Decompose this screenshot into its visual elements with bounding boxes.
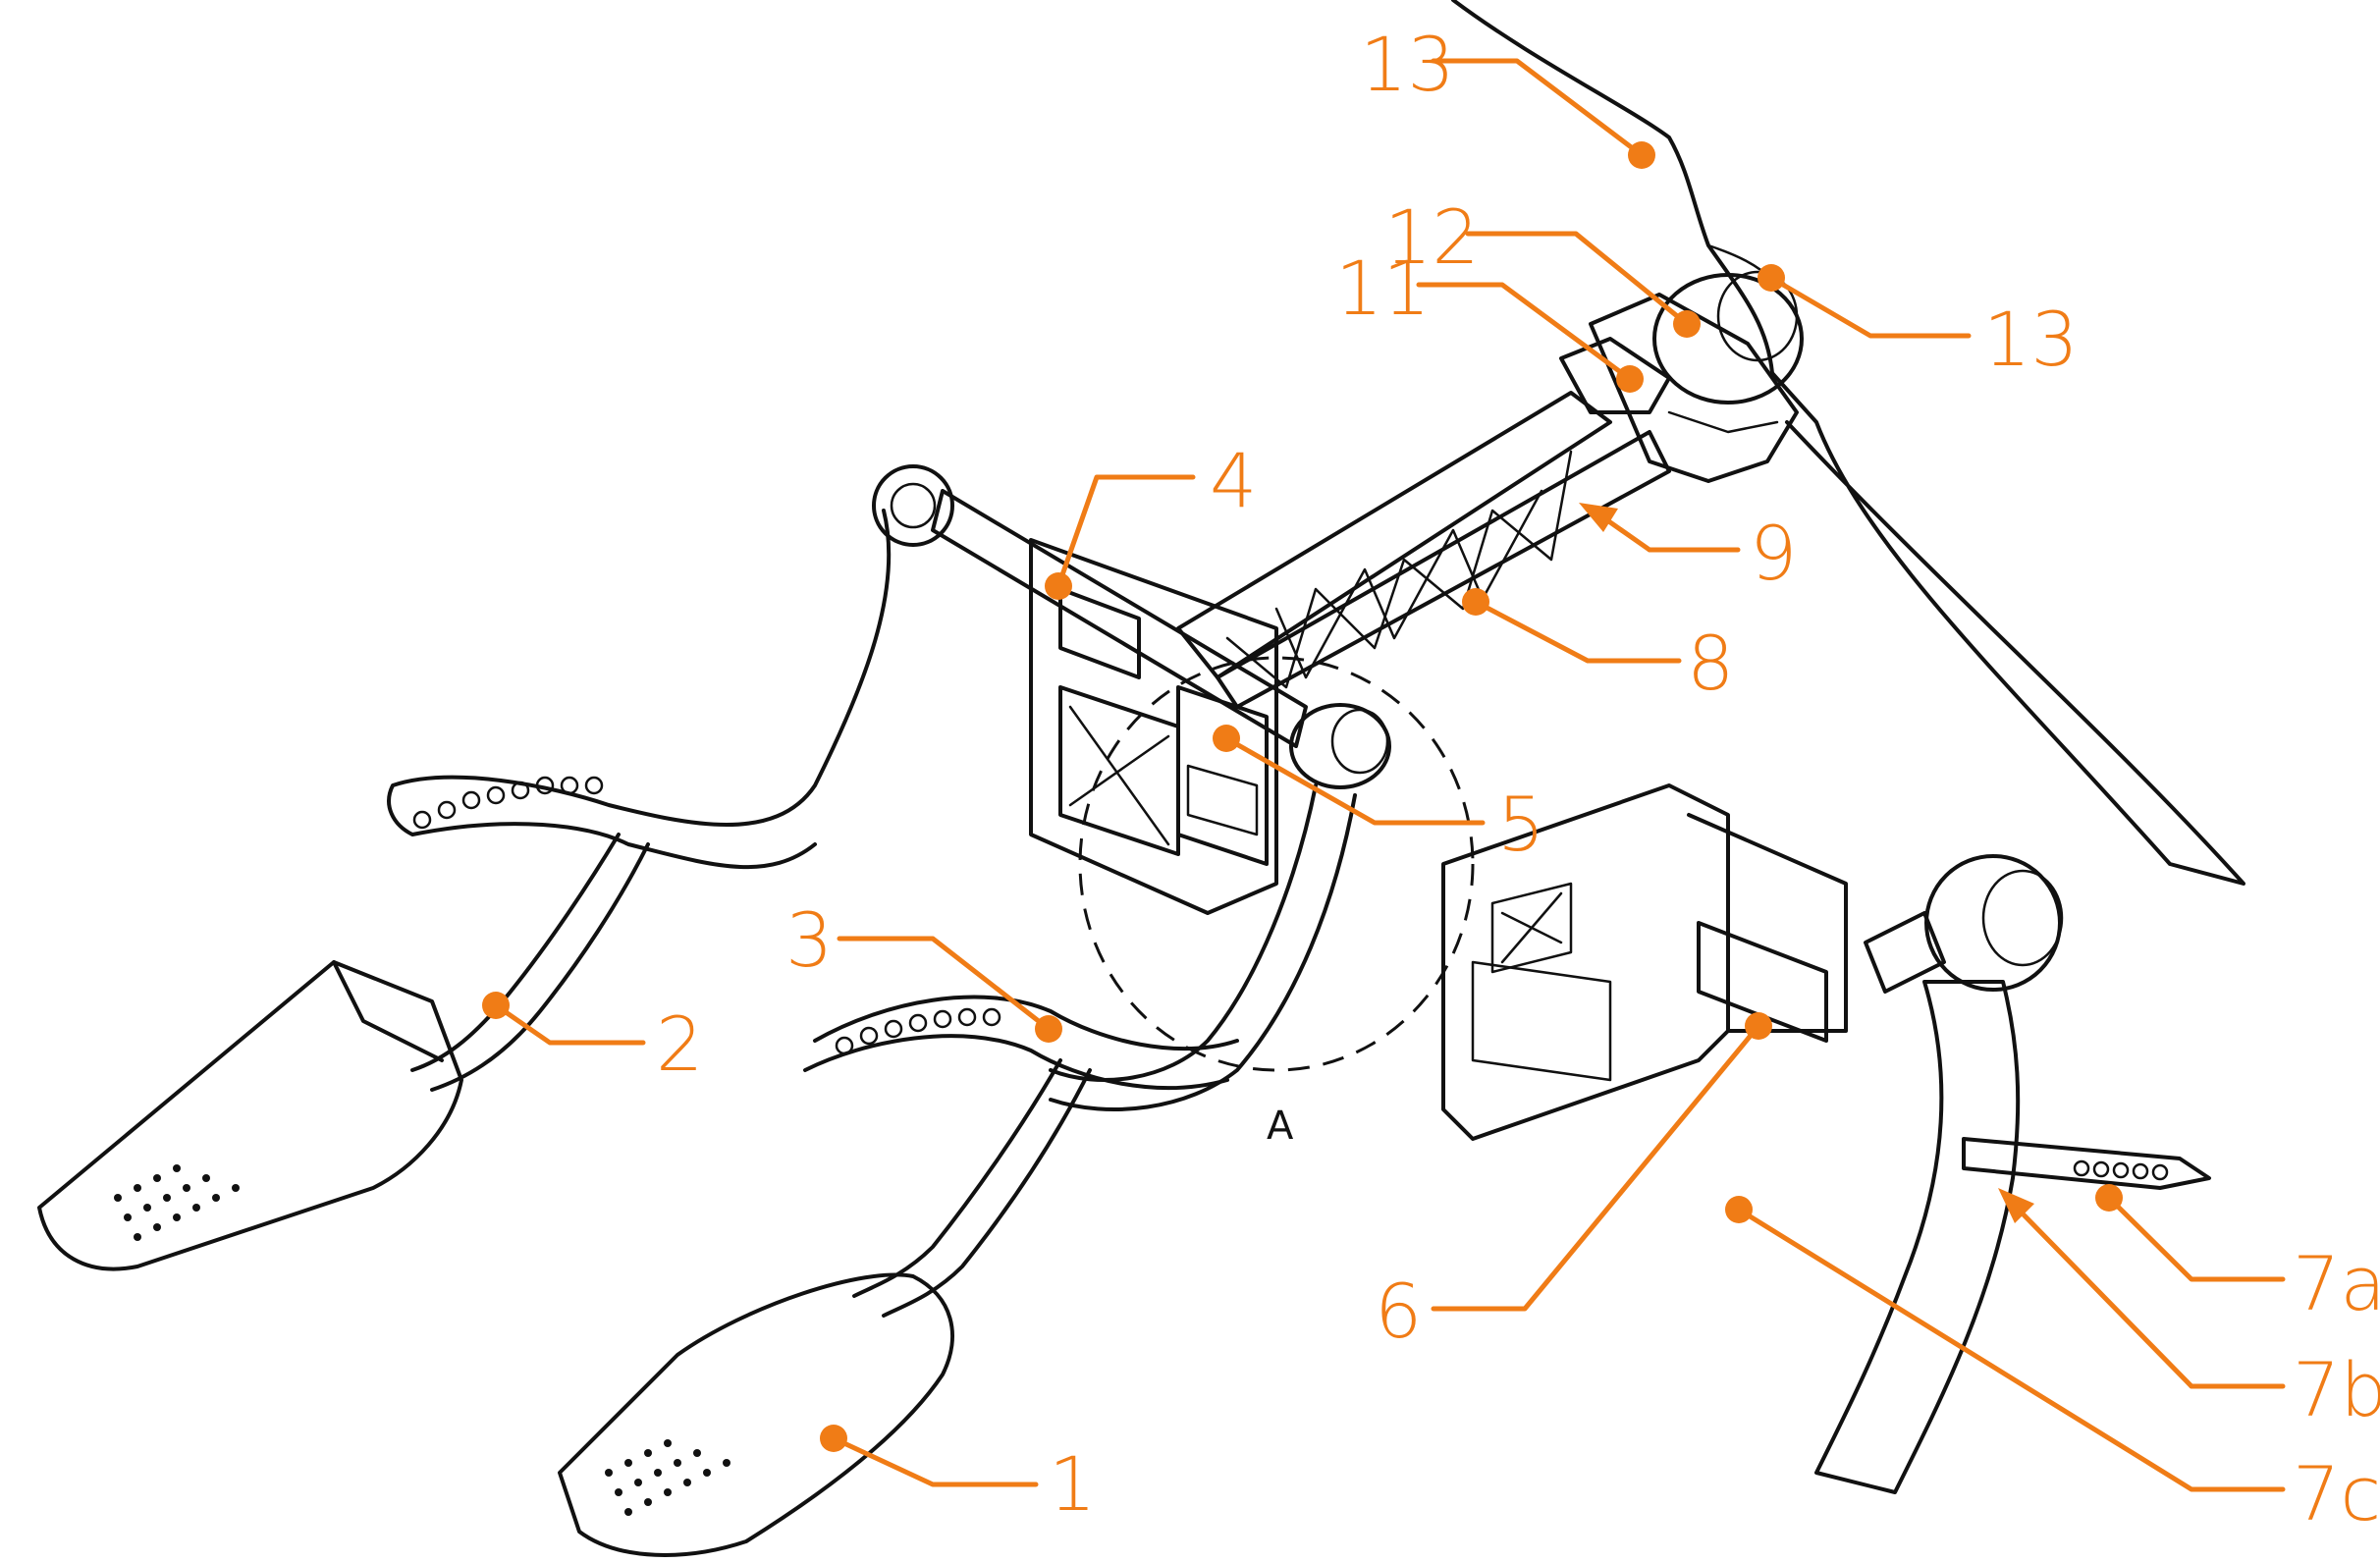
detail-circle-a [1078, 656, 1475, 1072]
callout-3: 3 [785, 896, 1062, 1043]
callout-13-right-label: 13 [1983, 296, 2079, 383]
callout-9-label: 9 [1750, 510, 1797, 597]
callout-1-label: 1 [1049, 1440, 1096, 1528]
callout-13-top-label: 13 [1360, 21, 1455, 108]
callout-13-top: 13 [1360, 21, 1655, 169]
callout-8-label: 8 [1687, 620, 1734, 707]
callout-7a: 7a [2095, 1184, 2380, 1327]
detail-label: A [1267, 1104, 1294, 1149]
foot-pad-lower [558, 1272, 954, 1557]
callout-4: 4 [1045, 437, 1257, 600]
callout-11-label: 11 [1335, 244, 1431, 332]
shoulder-strap-lower [803, 995, 1239, 1091]
callout-8: 8 [1462, 588, 1734, 707]
motor-assembly [1559, 270, 1804, 483]
harness-arm-lower [852, 1058, 1092, 1318]
callout-3-label: 3 [785, 896, 833, 984]
callout-6-label: 6 [1375, 1267, 1422, 1355]
hose [1049, 783, 1357, 1111]
callout-7a-label: 7a [2293, 1240, 2380, 1327]
cross-bar [872, 464, 1391, 789]
callout-7b: 7b [1998, 1188, 2380, 1433]
shoulder-strap-top [387, 509, 892, 870]
callout-6: 6 [1375, 1012, 1772, 1355]
callout-7c: 7c [1725, 1196, 2380, 1537]
callout-13-right: 13 [1758, 264, 2079, 383]
callout-4-label: 4 [1210, 437, 1257, 524]
callout-11: 11 [1335, 244, 1644, 393]
callout-12-label: 12 [1384, 193, 1480, 281]
callout-12: 12 [1384, 193, 1701, 338]
callout-7b-label: 7b [2293, 1346, 2380, 1433]
propeller-blade [1451, 0, 2245, 886]
callout-2-label: 2 [656, 1000, 703, 1088]
callout-2: 2 [482, 992, 703, 1088]
callout-9: 9 [1579, 503, 1797, 597]
callout-5-label: 5 [1497, 781, 1544, 868]
callout-1: 1 [820, 1425, 1096, 1528]
foot-pad-upper [37, 960, 463, 1271]
callout-5: 5 [1213, 725, 1544, 868]
callout-7c-label: 7c [2293, 1450, 2380, 1537]
frame-plate [1029, 538, 1278, 915]
harness-arm-upper [410, 833, 650, 1092]
detail-view-a [1441, 783, 2211, 1494]
